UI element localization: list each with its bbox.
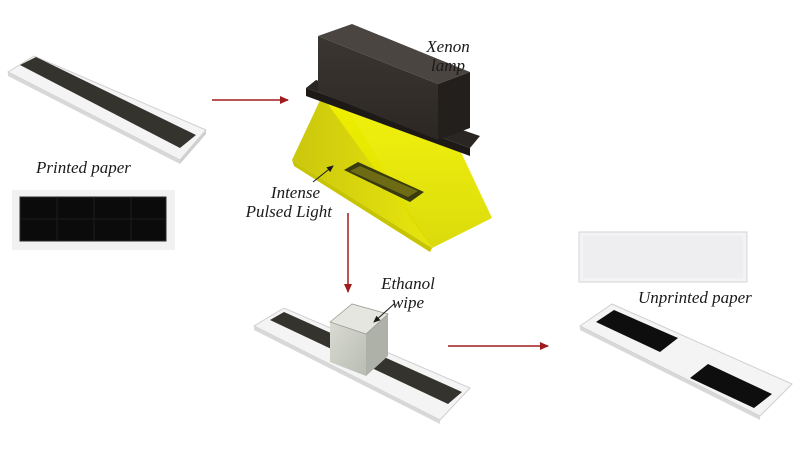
lamp-body-top [318,24,470,84]
xenon-lamp-label-line1: Xenon [426,37,470,56]
lamp-body-side [438,72,470,140]
ethanol-wipe-label-line1: Ethanol [381,274,435,293]
xenon-lamp-label: Xenon lamp [416,37,480,75]
printed-ink-stripe [20,57,196,148]
lamp-body-front [318,36,438,140]
ipl-label-line1: Intense [270,183,320,202]
ethanol-wipe-label-line2: wipe [391,293,425,312]
ipl-chamber-front-face [322,96,492,248]
ethanol-wipe-block [329,303,389,376]
unprinted-paper-photo [578,231,748,283]
printed-paper-photo [12,190,175,250]
ipl-label-line2: Pulsed Light [245,202,332,221]
result-ink-block-2 [690,364,772,408]
printed-paper-strip [6,55,207,164]
printed-paper-label: Printed paper [36,158,131,177]
ipl-label: Intense Pulsed Light [214,183,332,221]
xenon-lamp-assembly [292,24,492,252]
ipl-pointer [312,165,334,183]
result-ink-block-1 [596,310,678,352]
ethanol-wipe-label: Ethanol wipe [372,274,444,312]
wipe-pointer [373,303,395,323]
unprinted-paper-label: Unprinted paper [638,288,752,307]
xenon-lamp-label-line2: lamp [431,56,465,75]
result-paper-strip [579,303,793,420]
